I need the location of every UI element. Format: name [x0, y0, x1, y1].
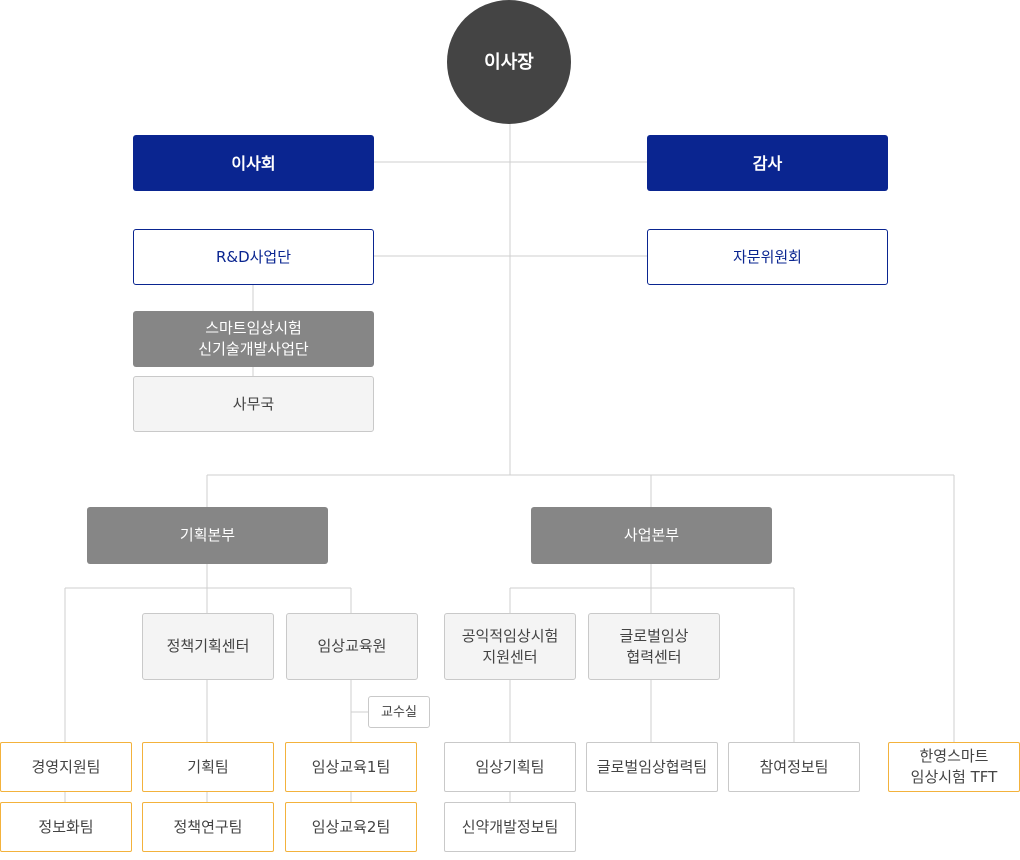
rnd-node: R&D사업단	[133, 229, 374, 285]
new-drug-info-team-node: 신약개발정보팀	[444, 802, 576, 852]
board-node: 이사회	[133, 135, 374, 191]
chairman-node: 이사장	[447, 0, 571, 124]
global-cooperation-team-node: 글로벌임상협력팀	[586, 742, 718, 792]
participation-info-team-node: 참여정보팀	[728, 742, 860, 792]
education-institute-node: 임상교육원	[286, 613, 418, 680]
smart-clinical-node: 스마트임상시험 신기술개발사업단	[133, 311, 374, 367]
public-trial-center-node: 공익적임상시험 지원센터	[444, 613, 576, 680]
policy-research-team-node: 정책연구팀	[142, 802, 274, 852]
planning-team-node: 기획팀	[142, 742, 274, 792]
planning-hq-node: 기획본부	[87, 507, 328, 564]
tft-node: 한영스마트 임상시험 TFT	[888, 742, 1020, 792]
global-center-node: 글로벌임상 협력센터	[588, 613, 720, 680]
education1-team-node: 임상교육1팀	[285, 742, 417, 792]
clinical-planning-team-node: 임상기획팀	[444, 742, 576, 792]
professor-office-node: 교수실	[368, 696, 430, 728]
business-hq-node: 사업본부	[531, 507, 772, 564]
mgmt-support-team-node: 경영지원팀	[0, 742, 132, 792]
advisory-committee-node: 자문위원회	[647, 229, 888, 285]
policy-center-node: 정책기획센터	[142, 613, 274, 680]
education2-team-node: 임상교육2팀	[285, 802, 417, 852]
secretariat-node: 사무국	[133, 376, 374, 432]
audit-node: 감사	[647, 135, 888, 191]
informatization-team-node: 정보화팀	[0, 802, 132, 852]
